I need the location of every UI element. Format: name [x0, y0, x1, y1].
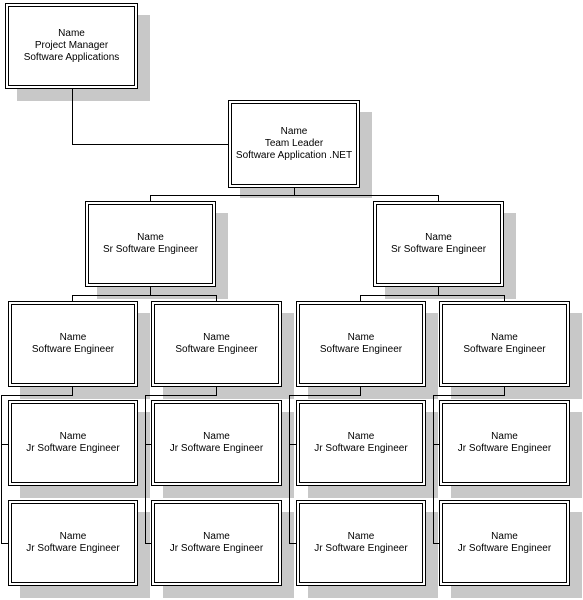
connector-se-bus [360, 295, 505, 296]
connector-pm-to-tl [72, 144, 228, 145]
node-title: Jr Software Engineer [314, 543, 408, 554]
node-software-engineer: Name Software Engineer [439, 301, 570, 387]
node-jr-software-engineer: Name Jr Software Engineer [8, 400, 138, 486]
node-project-manager: Name Project Manager Software Applicatio… [5, 3, 138, 89]
connector-se-bus [72, 295, 217, 296]
connector-jr-bus [1, 395, 73, 396]
node-name: Name [59, 531, 87, 542]
connector-jr-tick [145, 543, 151, 544]
node-title: Jr Software Engineer [457, 543, 552, 554]
node-title: Jr Software Engineer [314, 443, 408, 454]
node-title: Project Manager [34, 40, 109, 51]
connector-sr-bus [150, 195, 439, 196]
node-name: Name [59, 431, 87, 442]
node-title: Jr Software Engineer [26, 543, 120, 554]
node-name: Name [203, 531, 230, 542]
node-software-engineer: Name Software Engineer [151, 301, 282, 387]
node-dept: Software Application .NET [235, 150, 353, 161]
node-jr-software-engineer: Name Jr Software Engineer [151, 400, 282, 486]
node-name: Name [491, 531, 518, 542]
node-name: Name [58, 28, 85, 39]
node-title: Jr Software Engineer [457, 443, 552, 454]
node-sr-software-engineer: Name Sr Software Engineer [373, 201, 504, 287]
node-team-leader: Name Team Leader Software Application .N… [228, 100, 360, 188]
connector-se-drop [216, 295, 217, 301]
node-name: Name [203, 431, 230, 442]
connector-jr-tick [289, 444, 296, 445]
connector-jr-spine [433, 395, 434, 544]
node-title: Jr Software Engineer [169, 543, 264, 554]
node-name: Name [491, 431, 518, 442]
connector-jr-tick [433, 444, 439, 445]
node-name: Name [425, 232, 452, 243]
connector-sr-stem [438, 287, 439, 295]
node-title: Jr Software Engineer [26, 443, 120, 454]
connector-se-drop [360, 295, 361, 301]
node-title: Sr Software Engineer [102, 244, 199, 255]
node-dept: Software Applications [23, 52, 120, 63]
node-name: Name [280, 126, 308, 137]
node-title: Software Engineer [31, 344, 115, 355]
connector-se-stem [504, 387, 505, 395]
connector-se-stem [360, 387, 361, 395]
connector-se-drop [72, 295, 73, 301]
node-title: Sr Software Engineer [390, 244, 487, 255]
node-jr-software-engineer: Name Jr Software Engineer [296, 400, 426, 486]
node-title: Team Leader [264, 138, 324, 149]
node-name: Name [59, 332, 87, 343]
node-jr-software-engineer: Name Jr Software Engineer [8, 500, 138, 586]
connector-jr-tick [289, 543, 296, 544]
node-jr-software-engineer: Name Jr Software Engineer [151, 500, 282, 586]
connector-jr-spine [145, 395, 146, 544]
node-jr-software-engineer: Name Jr Software Engineer [439, 400, 570, 486]
connector-jr-tick [433, 543, 439, 544]
node-name: Name [347, 332, 375, 343]
connector-jr-bus [289, 395, 361, 396]
connector-se-stem [72, 387, 73, 395]
connector-jr-tick [1, 543, 8, 544]
node-name: Name [491, 332, 518, 343]
node-name: Name [347, 531, 375, 542]
node-title: Software Engineer [319, 344, 403, 355]
connector-jr-bus [145, 395, 217, 396]
node-software-engineer: Name Software Engineer [296, 301, 426, 387]
node-jr-software-engineer: Name Jr Software Engineer [439, 500, 570, 586]
node-name: Name [203, 332, 230, 343]
connector-se-stem [216, 387, 217, 395]
node-title: Jr Software Engineer [169, 443, 264, 454]
connector-jr-spine [289, 395, 290, 544]
node-title: Software Engineer [175, 344, 258, 355]
connector-jr-tick [1, 444, 8, 445]
node-sr-software-engineer: Name Sr Software Engineer [85, 201, 216, 287]
connector-sr-drop [438, 195, 439, 201]
connector-jr-bus [433, 395, 505, 396]
connector-jr-tick [145, 444, 151, 445]
node-title: Software Engineer [463, 344, 546, 355]
connector-se-drop [504, 295, 505, 301]
node-name: Name [137, 232, 164, 243]
connector-tl-stem [294, 188, 295, 195]
node-jr-software-engineer: Name Jr Software Engineer [296, 500, 426, 586]
connector-pm-to-tl [72, 89, 73, 144]
node-name: Name [347, 431, 375, 442]
connector-sr-stem [150, 287, 151, 295]
node-software-engineer: Name Software Engineer [8, 301, 138, 387]
connector-jr-spine [1, 395, 2, 544]
connector-sr-drop [150, 195, 151, 201]
